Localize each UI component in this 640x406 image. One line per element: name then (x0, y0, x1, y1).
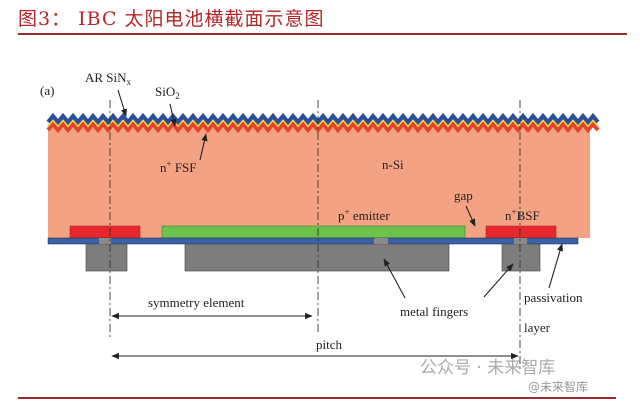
emitter-label: p+ emitter (338, 207, 390, 223)
ar-sinx-layer (46, 112, 600, 126)
sio2-layer (47, 118, 599, 128)
passivation-pointer (548, 243, 563, 289)
metal-finger (501, 243, 541, 272)
sio2-pointer (169, 103, 177, 127)
bsf-label: n+BSF (505, 207, 540, 223)
passivation-layer (47, 237, 579, 245)
metal-finger (184, 243, 450, 272)
sio2-label: SiO2 (155, 84, 180, 101)
n-plus-bsf (485, 225, 557, 239)
metal-fingers-pointer (383, 258, 406, 299)
layer-label: layer (524, 320, 551, 335)
metal-fingers-pointer (483, 263, 514, 298)
contact-opening (374, 238, 388, 244)
watermark: 公众号 · 未来智库 (420, 358, 556, 378)
title-divider (18, 33, 627, 35)
n-si-label: n-Si (382, 157, 404, 172)
panel-label: (a) (40, 83, 54, 98)
metal-fingers-label: metal fingers (400, 304, 468, 319)
p-plus-emitter (161, 225, 466, 239)
bottom-divider (18, 397, 616, 399)
watermark-sub: @未来智库 (528, 380, 589, 394)
pitch-label: pitch (316, 337, 342, 352)
n-si-substrate (48, 128, 590, 238)
fsf-pointer (199, 133, 208, 161)
figure-title: 图3： IBC 太阳电池横截面示意图 (18, 8, 325, 30)
gap-pointer (465, 205, 476, 227)
ar-sinx-pointer (117, 89, 127, 117)
passivation-label: passivation (524, 290, 583, 305)
symmetry-element-label: symmetry element (148, 295, 245, 310)
ar-sinx-label: AR SiNx (85, 70, 132, 87)
gap-label: gap (454, 188, 473, 203)
n-plus-fsf-left-block (69, 225, 141, 239)
fsf-label: n+ FSF (160, 159, 197, 175)
contact-opening (99, 238, 111, 244)
contact-opening (514, 238, 527, 244)
fsf-layer (46, 120, 600, 134)
symmetry-lines (109, 100, 521, 370)
metal-finger (85, 243, 128, 272)
